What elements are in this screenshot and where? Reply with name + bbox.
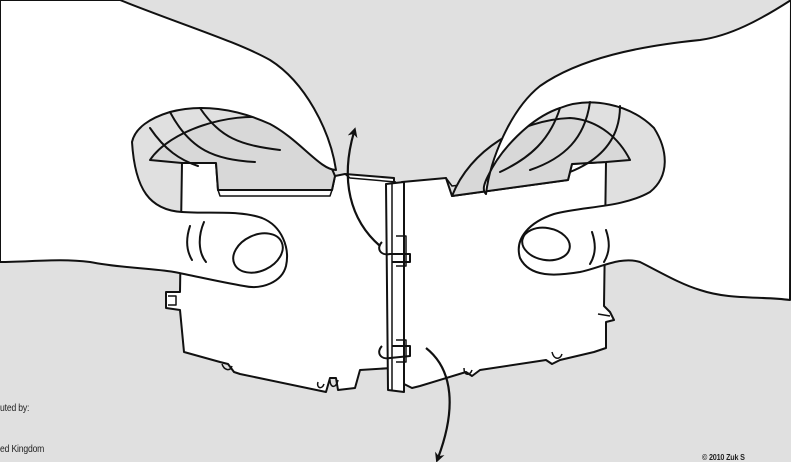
- left-hand: [0, 0, 336, 287]
- copyright-label: © 2010 Zuk S: [702, 453, 745, 462]
- distributor-country: ed Kingdom: [0, 444, 44, 455]
- distributor-label: uted by:: [0, 403, 29, 414]
